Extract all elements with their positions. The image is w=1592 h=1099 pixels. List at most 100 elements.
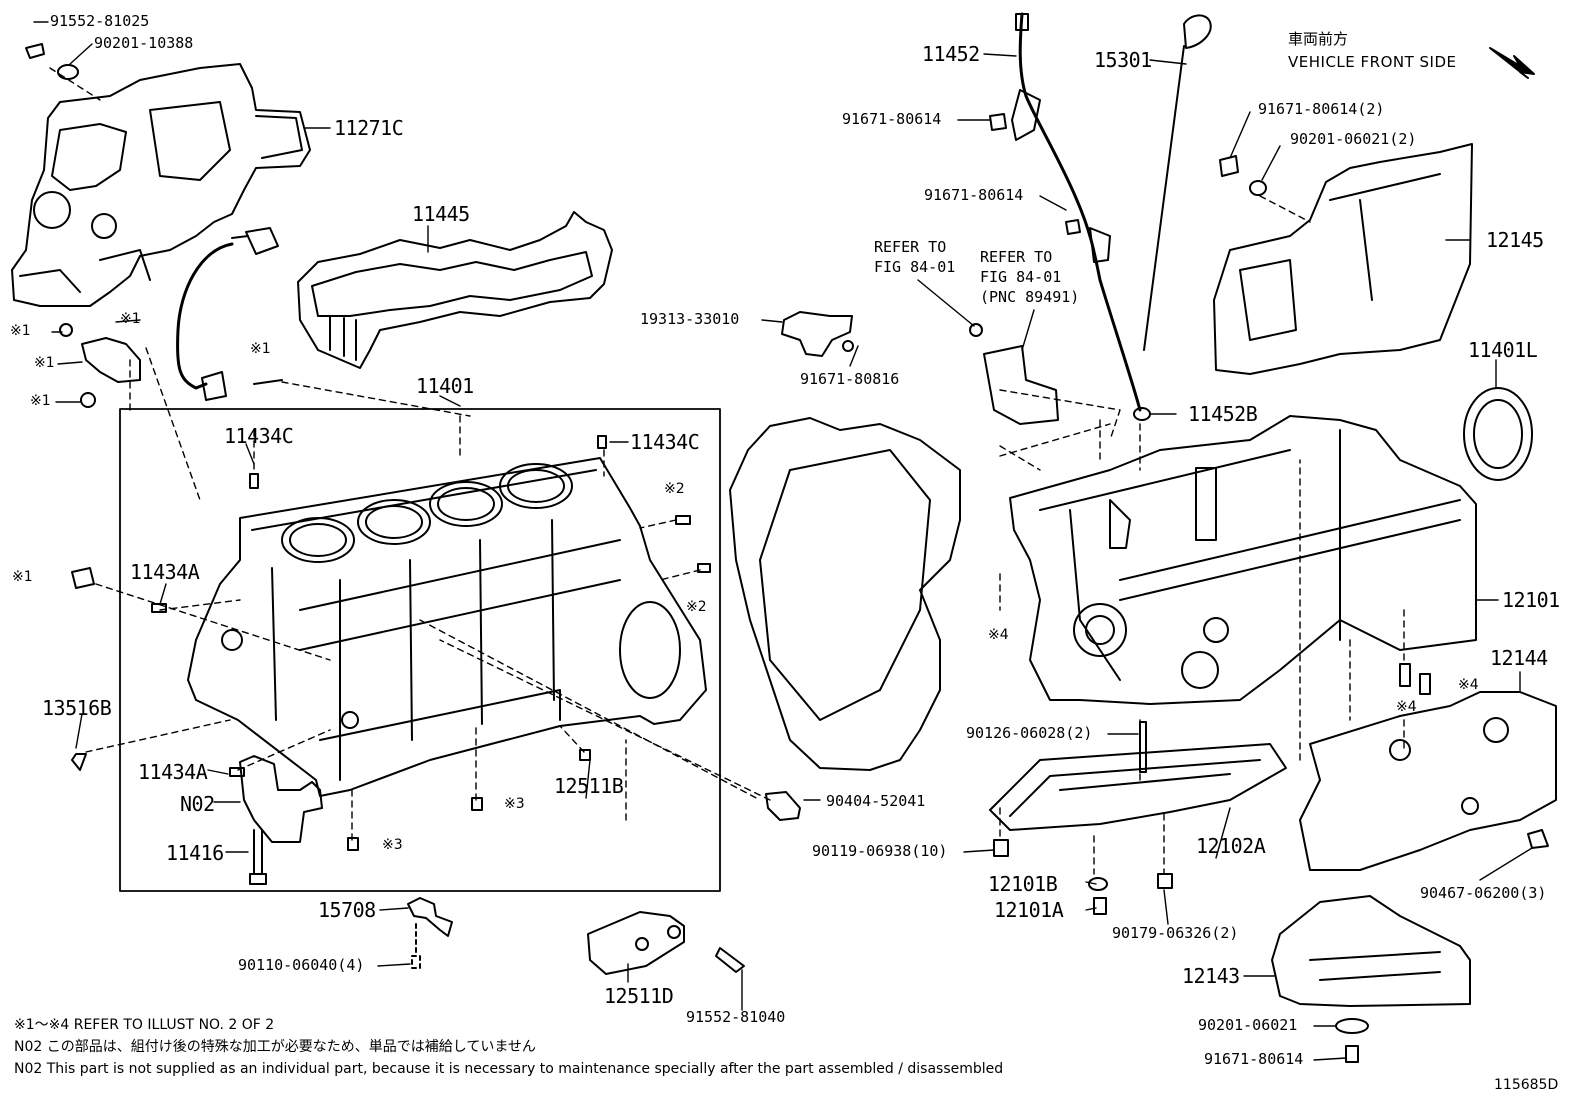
mark-2-a: ※2 <box>664 481 685 497</box>
cylinder-block <box>187 457 707 797</box>
oil-seal-11401l <box>1463 387 1533 481</box>
label-11401[interactable]: 11401 <box>416 374 474 398</box>
illustration-id: 115685D <box>1494 1077 1559 1093</box>
oil-pan-12102a <box>989 743 1287 831</box>
label-90467-06200[interactable]: 90467-06200(3) <box>1420 884 1547 902</box>
label-11452[interactable]: 11452 <box>922 42 980 66</box>
label-12143[interactable]: 12143 <box>1182 964 1240 988</box>
label-91671-80614-c[interactable]: 91671-80614 <box>1204 1050 1304 1068</box>
bolt-91671-80614-c <box>1345 1045 1359 1063</box>
washer-90201-06021-2 <box>1249 180 1267 196</box>
label-12511b[interactable]: 12511B <box>554 774 624 798</box>
refer-1-line1[interactable]: REFER TO <box>874 238 947 256</box>
oil-level-sensor <box>983 345 1059 425</box>
bolt-11416 <box>249 829 267 885</box>
label-11434a-bottom[interactable]: 11434A <box>138 760 208 784</box>
note-line3: N02 This part is not supplied as an indi… <box>14 1061 1004 1077</box>
oil-pan-12101 <box>1009 415 1477 705</box>
label-12102a[interactable]: 12102A <box>1196 834 1266 858</box>
bracket <box>81 337 141 383</box>
mark-1-b: ※1 <box>34 355 55 371</box>
bolt-90467 <box>1527 829 1549 849</box>
bolt-91552-81040 <box>715 947 745 973</box>
label-91671-80614-a[interactable]: 91671-80614 <box>842 110 942 128</box>
label-11445[interactable]: 11445 <box>412 202 470 226</box>
mark-1-f: ※1 <box>12 569 33 585</box>
bolt-90119 <box>993 839 1009 857</box>
bearing-cap-n02 <box>239 755 323 843</box>
plug-12101a <box>1093 897 1107 915</box>
bracket-15708 <box>407 897 453 937</box>
label-11401l[interactable]: 11401L <box>1468 338 1538 362</box>
label-91671-80816[interactable]: 91671-80816 <box>800 370 900 388</box>
mark-2-b: ※2 <box>686 599 707 615</box>
refer-2-line3[interactable]: (PNC 89491) <box>980 288 1080 306</box>
mark-4-c: ※4 <box>1396 699 1417 715</box>
label-12101a[interactable]: 12101A <box>994 898 1064 922</box>
bolt-91552-81025 <box>25 43 45 59</box>
label-90201-06021[interactable]: 90201-06021 <box>1198 1016 1298 1034</box>
label-12101[interactable]: 12101 <box>1502 588 1560 612</box>
mark-3-b: ※3 <box>382 837 403 853</box>
label-90404-52041[interactable]: 90404-52041 <box>826 792 926 810</box>
gasket-11445 <box>297 211 613 369</box>
washer-90201-10388 <box>57 64 79 80</box>
front-direction-arrow <box>1489 47 1535 79</box>
plug-90404 <box>765 791 801 821</box>
gasket-12101b <box>1088 877 1108 891</box>
mark-4-a: ※4 <box>988 627 1009 643</box>
label-90110-06040[interactable]: 90110-06040(4) <box>238 956 365 974</box>
tube-13516B <box>71 753 87 771</box>
label-11434a-top[interactable]: 11434A <box>130 560 200 584</box>
mark-1-e: ※1 <box>250 341 271 357</box>
label-91671-80614-b[interactable]: 91671-80614 <box>924 186 1024 204</box>
housing-outline <box>729 417 961 771</box>
cover-12143 <box>1271 895 1471 1007</box>
timing-cover-11271c <box>11 63 311 307</box>
assembly-box-11401 <box>119 408 721 892</box>
plate-12144 <box>1299 691 1557 871</box>
label-11434c-right[interactable]: 11434C <box>630 430 700 454</box>
mark-4-b: ※4 <box>1458 677 1479 693</box>
label-91552-81040[interactable]: 91552-81040 <box>686 1008 786 1026</box>
refer-2-line1[interactable]: REFER TO <box>980 248 1053 266</box>
label-90126-06028[interactable]: 90126-06028(2) <box>966 724 1093 742</box>
label-11416[interactable]: 11416 <box>166 841 224 865</box>
knock-sensor-wire <box>176 242 234 390</box>
label-90119-06938[interactable]: 90119-06938(10) <box>812 842 948 860</box>
label-12101b[interactable]: 12101B <box>988 872 1058 896</box>
label-91552-81025[interactable]: 91552-81025 <box>50 12 150 30</box>
refer-2-line2[interactable]: FIG 84-01 <box>980 268 1062 286</box>
oring-11452b <box>1133 407 1151 421</box>
dipstick-15301 <box>1143 14 1212 351</box>
label-13516b[interactable]: 13516B <box>42 696 112 720</box>
note-line2: N02 この部品は、組付け後の特殊な加工が必要なため、単品では補給していません <box>14 1039 536 1055</box>
label-91671-80614-2[interactable]: 91671-80614(2) <box>1258 100 1385 118</box>
label-n02[interactable]: N02 <box>180 792 215 816</box>
stiffener-12511d <box>587 911 685 975</box>
label-15301[interactable]: 15301 <box>1094 48 1152 72</box>
label-90201-10388[interactable]: 90201-10388 <box>94 34 194 52</box>
label-12511d[interactable]: 12511D <box>604 984 674 1008</box>
label-90179-06326[interactable]: 90179-06326(2) <box>1112 924 1239 942</box>
washer-90201-06021 <box>1335 1018 1369 1034</box>
plug-sm1 <box>71 567 95 589</box>
label-19313-33010[interactable]: 19313-33010 <box>640 310 740 328</box>
label-12145[interactable]: 12145 <box>1486 228 1544 252</box>
stud <box>253 379 283 385</box>
mark-3-a: ※3 <box>504 796 525 812</box>
bolt-90179 <box>1157 873 1173 889</box>
mark-1-a: ※1 <box>10 323 31 339</box>
label-11271c[interactable]: 11271C <box>334 116 404 140</box>
baffle-12145 <box>1213 143 1473 375</box>
label-11452b[interactable]: 11452B <box>1188 402 1258 426</box>
mark-1-d: ※1 <box>120 311 141 327</box>
refer-1-line2[interactable]: FIG 84-01 <box>874 258 956 276</box>
label-12144[interactable]: 12144 <box>1490 646 1548 670</box>
label-90201-06021-2[interactable]: 90201-06021(2) <box>1290 130 1417 148</box>
label-11434c-left[interactable]: 11434C <box>224 424 294 448</box>
stud-90126 <box>1139 721 1147 773</box>
label-15708[interactable]: 15708 <box>318 898 376 922</box>
sensor-bracket-19313 <box>781 311 853 357</box>
